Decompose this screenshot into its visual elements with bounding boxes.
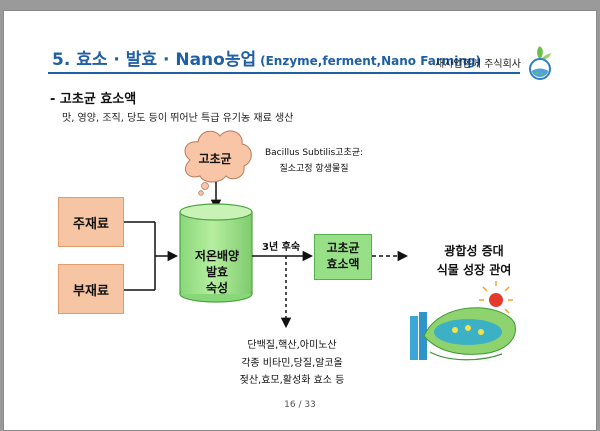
company-name: 새사업함께 주식회사 xyxy=(435,59,521,70)
slide-title: 5. 효소 · 발효 · Nano농업(Enzyme,ferment,Nano … xyxy=(52,45,481,70)
process-step: 저온배양 xyxy=(194,249,240,263)
bacillus-note: Bacillus Subtilis고초균: 질소고정 항생물질 xyxy=(256,145,372,177)
bacillus-line-2: 질소고정 항생물질 xyxy=(279,164,349,175)
section-title: - 고초균 효소액 xyxy=(50,92,137,107)
bacteria-label: 고초균 xyxy=(198,152,232,166)
title-underline xyxy=(48,72,520,74)
process-step: 숙성 xyxy=(205,281,229,296)
process-steps: 저온배양 발효 숙성 xyxy=(182,248,252,297)
process-step: 발효 xyxy=(205,265,229,280)
plant-photosynthesis-illustration xyxy=(410,281,516,361)
title-subtitle: (Enzyme,ferment,Nano Farming) xyxy=(260,54,481,68)
fermentation-tank xyxy=(179,203,253,303)
product-line: 고초균 xyxy=(326,241,360,256)
input-connectors xyxy=(123,221,179,291)
product-box: 고초균 효소액 xyxy=(314,234,372,280)
page-number: 16 / 33 xyxy=(284,400,316,410)
effect-line: 식물 성장 관여 xyxy=(436,262,512,277)
byproducts-list: 단백질,핵산,아미노산 각종 비타민,당질,알코올 젖산,효모,활성화 효소 등 xyxy=(217,337,367,390)
main-ingredient-box: 주재료 xyxy=(58,197,124,247)
bacteria-cloud-shape xyxy=(184,130,252,196)
bacillus-line-1: Bacillus Subtilis고초균: xyxy=(264,148,364,158)
aging-duration-label: 3년 후숙 xyxy=(262,242,301,253)
effect-line: 광합성 증대 xyxy=(444,244,504,258)
effects-text: 광합성 증대 식물 성장 관여 xyxy=(390,242,558,279)
sub-ingredient-box: 부재료 xyxy=(58,264,124,314)
byproduct-line: 단백질,핵산,아미노산 xyxy=(247,340,337,351)
title-main: 5. 효소 · 발효 · Nano농업 xyxy=(52,50,257,70)
product-line: 효소액 xyxy=(326,257,360,271)
leaf-flask-icon xyxy=(529,46,552,80)
byproduct-line: 젖산,효모,활성화 효소 등 xyxy=(239,375,345,386)
byproduct-line: 각종 비타민,당질,알코올 xyxy=(241,357,343,369)
section-description: 맛, 영양, 조직, 당도 등이 뛰어난 특급 유기농 재료 생산 xyxy=(62,113,294,124)
